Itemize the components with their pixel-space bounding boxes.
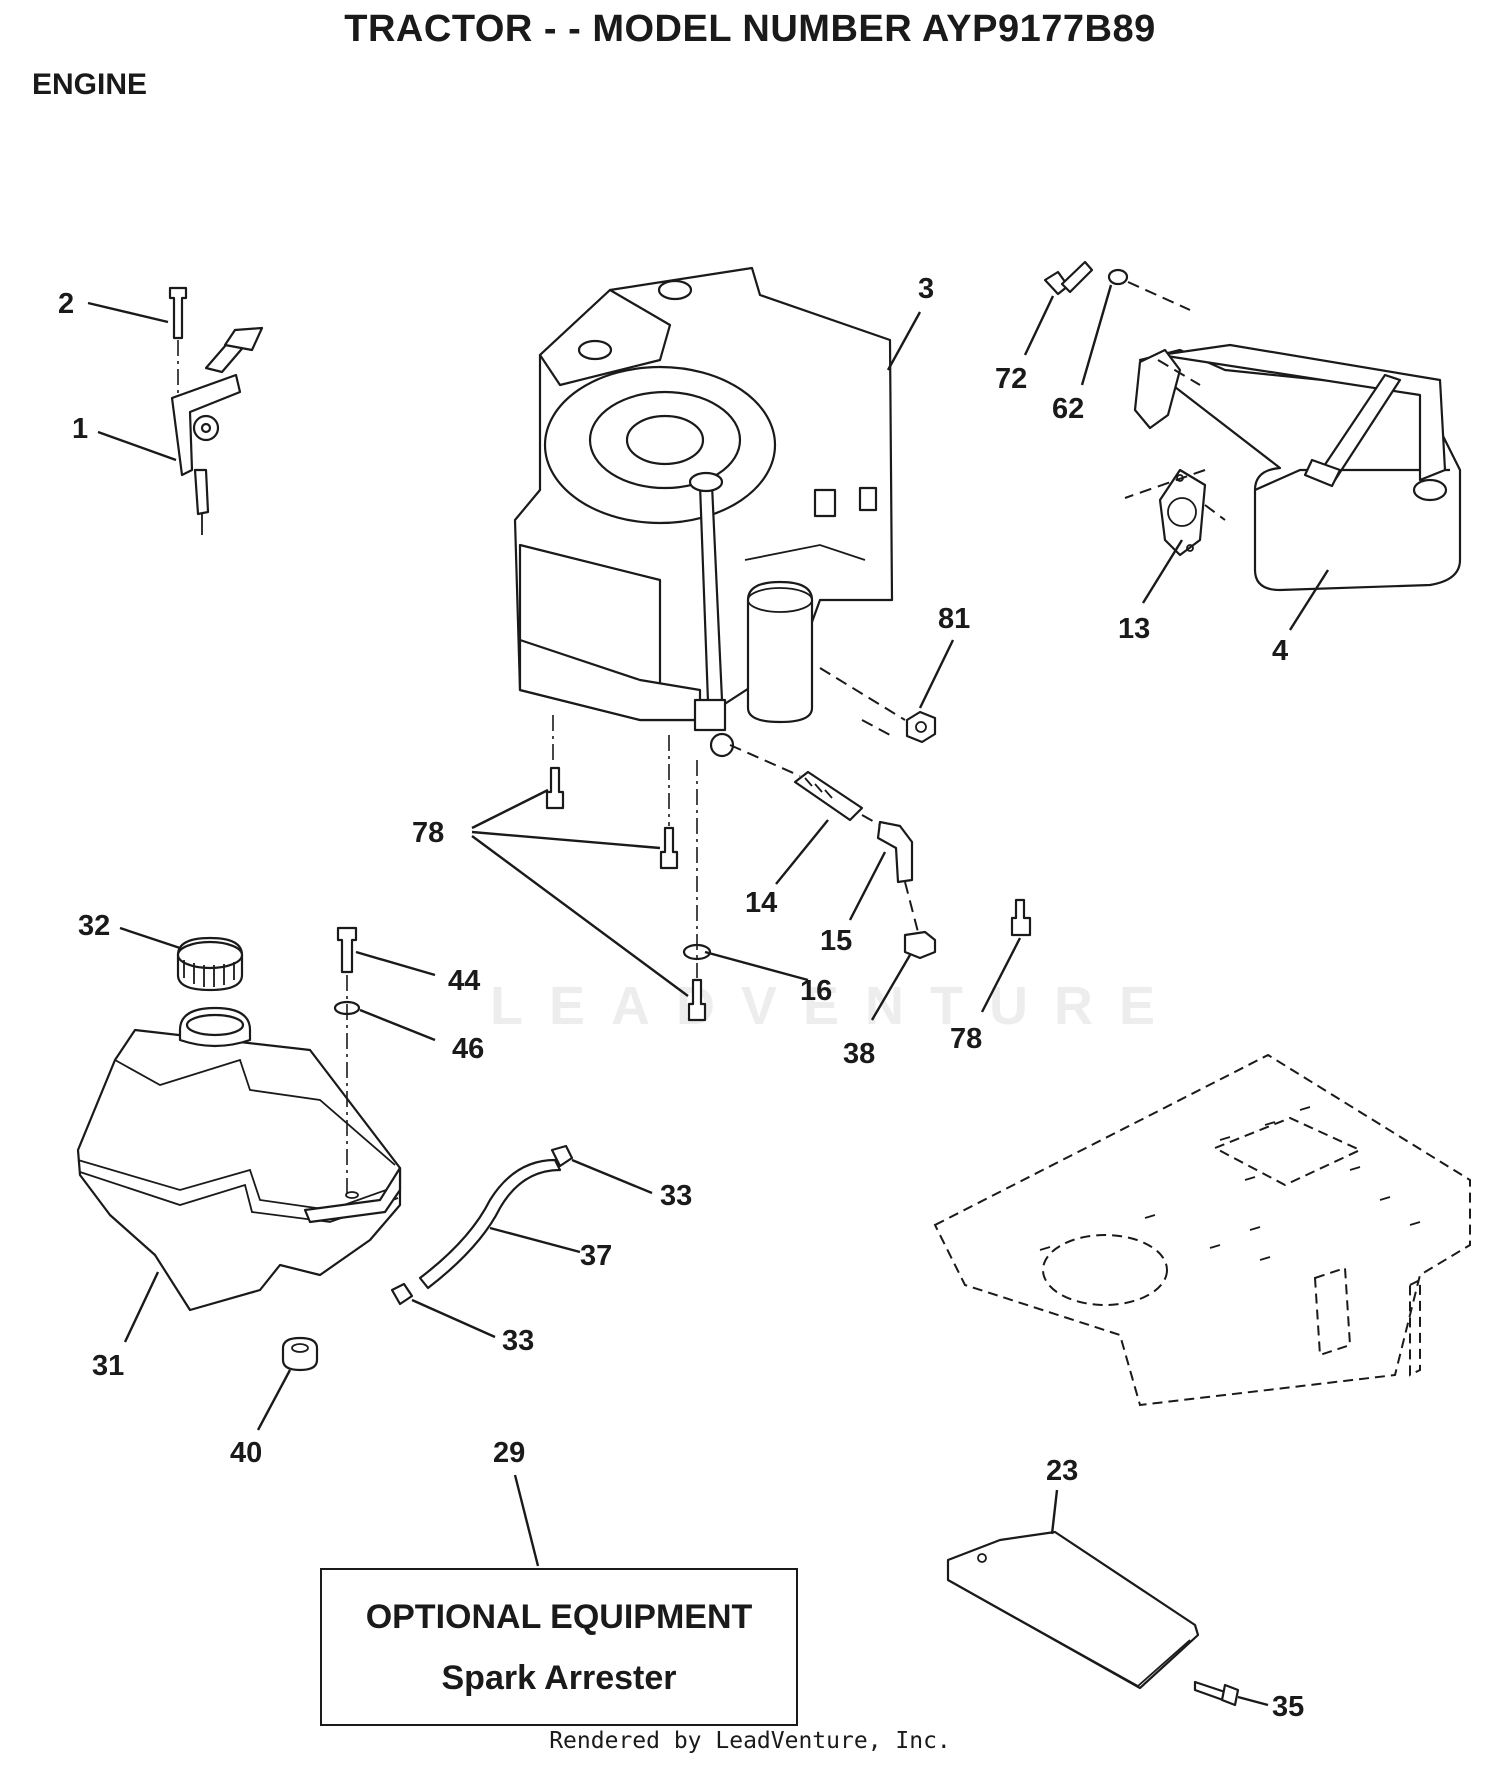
callout-35[interactable]: 35 [1272,1691,1304,1723]
callout-2[interactable]: 2 [58,288,74,320]
engine-nut-part[interactable] [905,710,937,744]
page-title: TRACTOR - - MODEL NUMBER AYP9177B89 [344,8,1156,50]
callout-numbers: 1 2 3 72 62 13 4 81 78 14 15 16 38 78 32… [58,273,1304,1723]
engine-part[interactable] [513,266,894,758]
callout-44[interactable]: 44 [448,965,480,997]
hose-clamp-upper-part[interactable] [550,1144,574,1168]
callout-78-frame-bolt[interactable]: 78 [950,1023,982,1055]
callout-32[interactable]: 32 [78,910,110,942]
callout-4[interactable]: 4 [1272,635,1288,667]
pipe-flange-part [1133,348,1182,430]
fuel-line-part[interactable] [418,1158,562,1290]
drain-elbow-part[interactable] [876,820,914,884]
shield-screw-part[interactable] [1193,1680,1240,1707]
muffler-bolt-part[interactable] [1043,260,1094,296]
callout-3[interactable]: 3 [918,273,934,305]
callout-15[interactable]: 15 [820,925,852,957]
render-credit: Rendered by LeadVenture, Inc. [549,1728,951,1754]
callout-13[interactable]: 13 [1118,613,1150,645]
optional-equipment-box: OPTIONAL EQUIPMENT Spark Arrester [320,1568,798,1726]
callout-72[interactable]: 72 [995,363,1027,395]
drain-cap-part[interactable] [903,930,937,960]
callout-33-upper[interactable]: 33 [660,1180,692,1212]
callout-38[interactable]: 38 [843,1038,875,1070]
muffler-part[interactable] [1138,343,1462,592]
callout-1[interactable]: 1 [72,413,88,445]
callout-46[interactable]: 46 [452,1033,484,1065]
optional-equipment-item: Spark Arrester [441,1659,677,1697]
exhaust-gasket-part[interactable] [1158,468,1207,557]
fuel-tank-part[interactable] [76,1006,402,1312]
callout-14[interactable]: 14 [745,887,777,919]
throttle-control-part[interactable] [168,286,264,535]
callout-33-lower[interactable]: 33 [502,1325,534,1357]
lockwasher-part[interactable] [1107,268,1129,286]
callout-23[interactable]: 23 [1046,1455,1078,1487]
tractor-frame-outline [933,1053,1471,1407]
callout-leaders [87,284,1330,1707]
optional-equipment-heading: OPTIONAL EQUIPMENT [365,1598,753,1636]
callout-37[interactable]: 37 [580,1240,612,1272]
watermark-text: LEADVENTURE [490,976,1182,1036]
section-heading: ENGINE [32,68,148,101]
callout-29[interactable]: 29 [493,1437,525,1469]
fuel-cap-part[interactable] [176,936,244,992]
callout-81[interactable]: 81 [938,603,970,635]
callout-62[interactable]: 62 [1052,393,1084,425]
callout-31[interactable]: 31 [92,1350,124,1382]
tank-screw-part[interactable] [336,926,358,974]
callout-78-engine-bolts[interactable]: 78 [412,817,444,849]
alignment-dash-lines [552,281,1226,978]
engine-mount-bolt-part[interactable] [545,766,1032,1022]
callout-40[interactable]: 40 [230,1437,262,1469]
hose-clamp-lower-part[interactable] [390,1282,414,1306]
heat-shield-part[interactable] [946,1530,1200,1690]
oil-drain-nipple-part[interactable] [793,770,864,822]
grommet-part[interactable] [281,1336,319,1372]
callout-16[interactable]: 16 [800,975,832,1007]
